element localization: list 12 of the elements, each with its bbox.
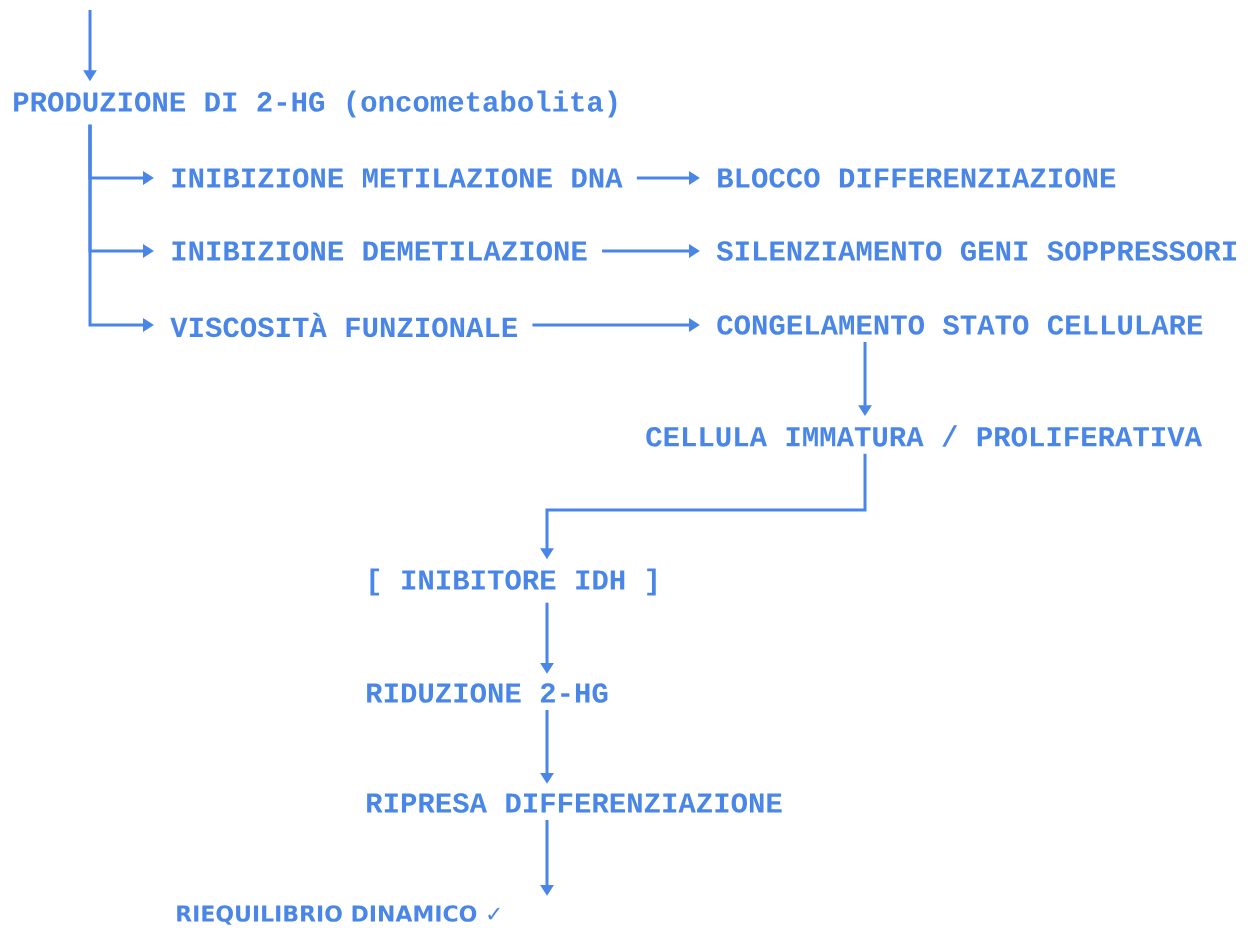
step-text: RIEQUILIBRIO DINAMICO ✓ (177, 905, 500, 925)
step-text: BLOCCO DIFFERENZIAZIONE (718, 168, 1116, 188)
step-text: CONGELAMENTO STATO CELLULARE (717, 315, 1203, 335)
step-text: INIBIZIONE DEMETILAZIONE (172, 241, 587, 261)
step-text: CELLULA IMMATURA / PROLIFERATIVA (646, 425, 1202, 447)
step-text: SILENZIAMENTO GENI SOPPRESSORI (716, 241, 1236, 261)
step-text: INIBIZIONE METILAZIONE DNA (172, 168, 623, 188)
step-text: VISCOSITÀ FUNZIONALE (170, 312, 518, 338)
step-text: RIPRESA DIFFERENZIAZIONE (367, 793, 782, 813)
step-text: RIDUZIONE 2-HG (367, 683, 608, 703)
step-text: PRODUZIONE DI 2-HG (oncometabolita) (14, 90, 617, 118)
step-text: [ INIBITORE IDH ] (370, 568, 656, 596)
